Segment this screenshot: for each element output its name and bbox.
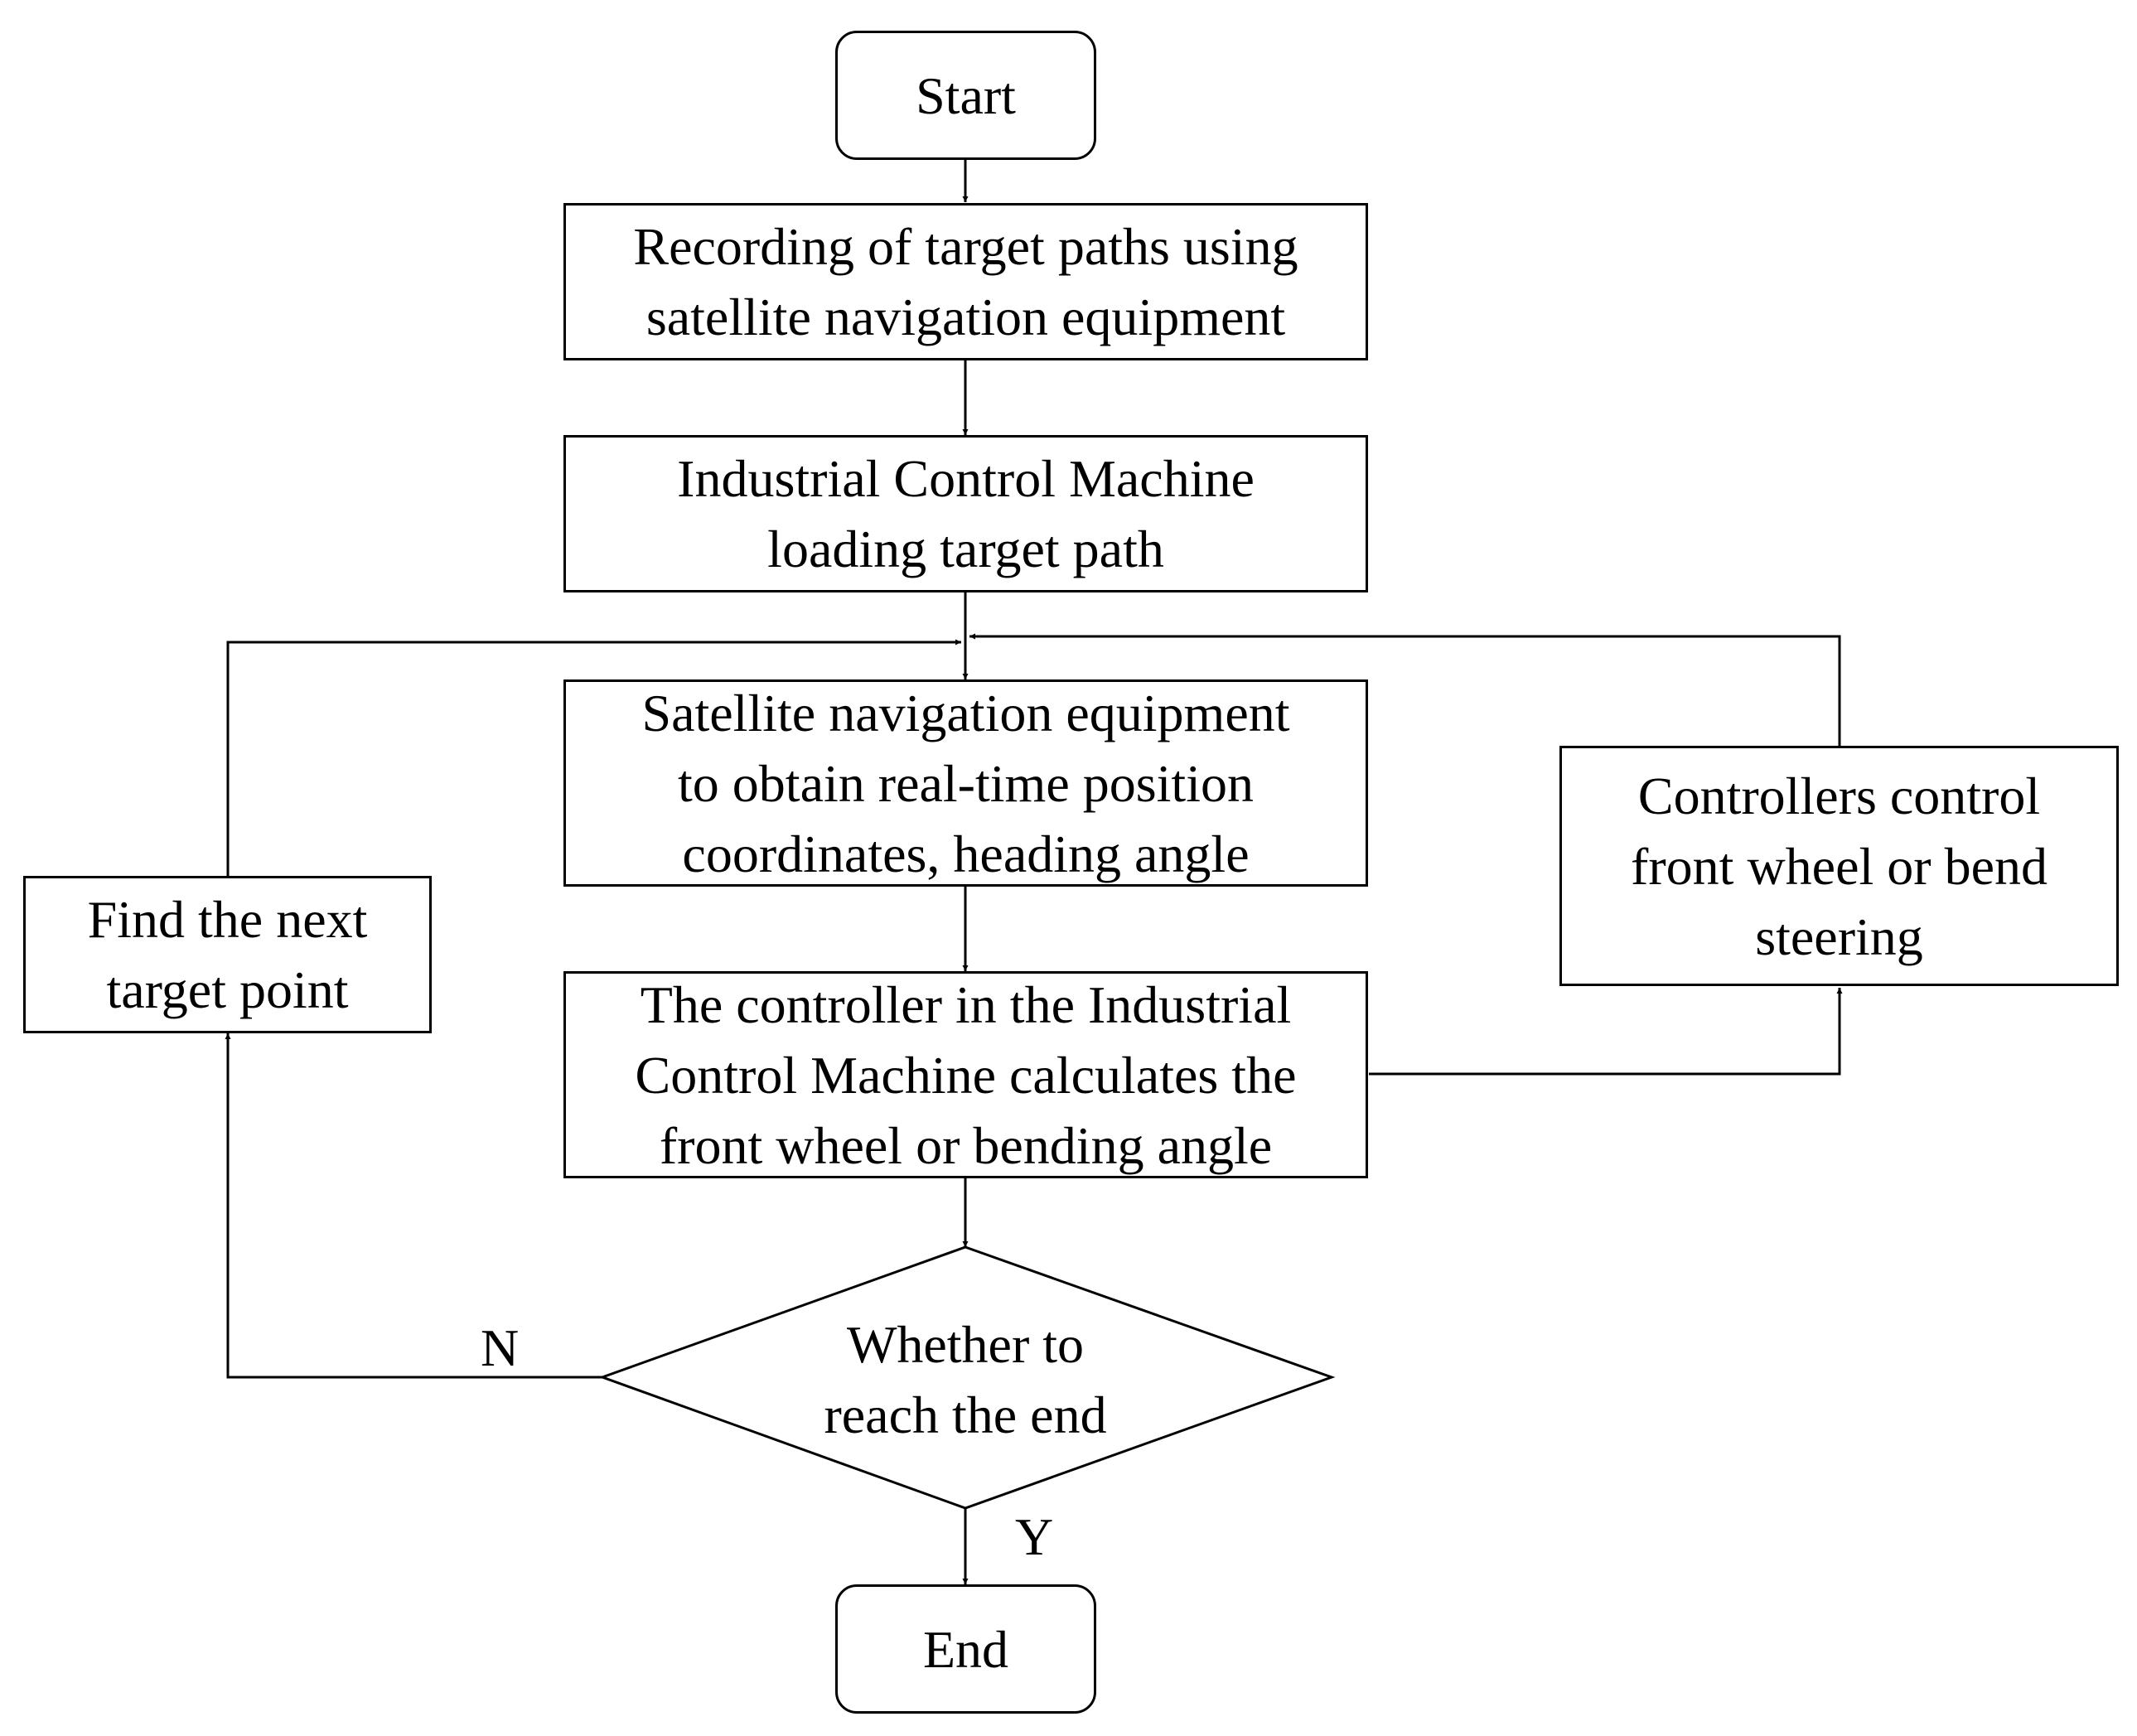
arrow-find-next-to-loop: [226, 639, 961, 876]
decision-diamond: [598, 1245, 1336, 1510]
calculate-angle-box: The controller in the Industrial Control…: [563, 971, 1368, 1178]
steering-control-box: Controllers control front wheel or bend …: [1559, 746, 2119, 986]
arrow-calculate-to-steering: [1369, 988, 1843, 1076]
start-node: Start: [835, 31, 1096, 160]
no-branch-label: N: [481, 1318, 520, 1377]
find-next-target-box: Find the next target point: [23, 876, 432, 1033]
arrow-steering-to-loop: [969, 633, 1841, 746]
decision-label: Whether to reach the end: [824, 1315, 1107, 1444]
record-target-paths-box: Recording of target paths using satellit…: [563, 203, 1368, 360]
load-target-path-box: Industrial Control Machine loading targe…: [563, 435, 1368, 592]
end-node: End: [835, 1584, 1096, 1714]
yes-branch-label: Y: [1015, 1507, 1054, 1566]
arrow-decision-to-find-next: [225, 1033, 602, 1379]
obtain-position-box: Satellite navigation equipment to obtain…: [563, 679, 1368, 887]
